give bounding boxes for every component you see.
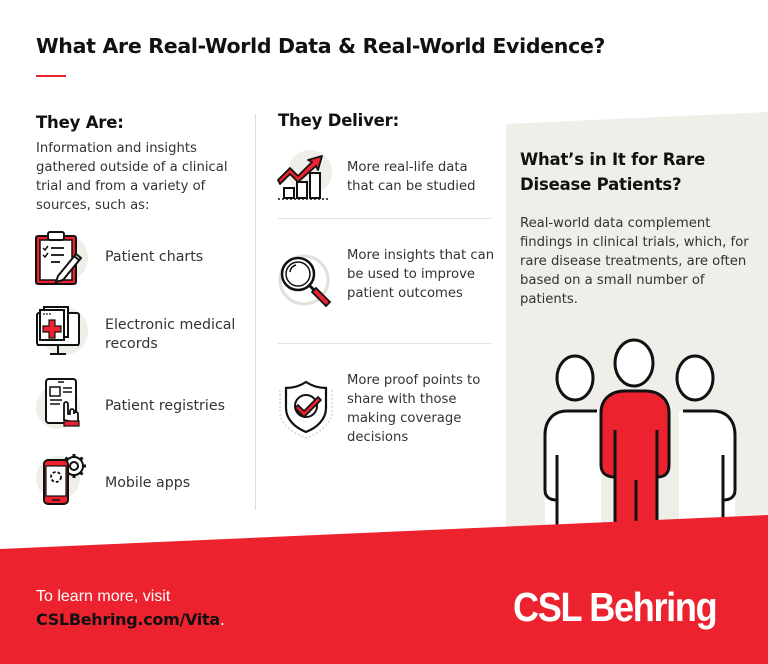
deliver-separator bbox=[278, 343, 491, 344]
cta-text: To learn more, visit bbox=[36, 588, 171, 605]
source-label: Mobile apps bbox=[105, 475, 191, 491]
rare-disease-heading: What’s in It for Rare Disease Patients? bbox=[520, 150, 706, 194]
page-title: What Are Real-World Data & Real-World Ev… bbox=[36, 34, 606, 58]
source-label: Patient charts bbox=[105, 249, 204, 265]
tablet-registry-icon bbox=[30, 375, 90, 435]
deliver-label: More real-life data that can be studied bbox=[347, 160, 476, 194]
cta-link-line: CSLBehring.com/Vita. bbox=[36, 610, 225, 629]
mobile-app-gear-icon bbox=[30, 450, 90, 510]
deliver-separator bbox=[278, 218, 491, 219]
magnifying-glass-icon bbox=[274, 250, 338, 314]
cta-punctuation: . bbox=[219, 610, 225, 629]
deliver-item-insights: More insights that can be used to improv… bbox=[270, 248, 494, 330]
group-of-people-icon bbox=[535, 335, 745, 547]
source-item-patient-registries: Patient registries bbox=[30, 375, 255, 437]
deliver-label: More proof points to share with those ma… bbox=[347, 373, 481, 445]
column-divider bbox=[255, 114, 256, 510]
source-item-electronic-medical-records: Electronic medical records bbox=[30, 303, 255, 365]
clipboard-icon bbox=[30, 228, 90, 288]
growth-chart-icon bbox=[274, 146, 338, 210]
source-label: Electronic medical records bbox=[105, 317, 236, 352]
source-item-patient-charts: Patient charts bbox=[30, 228, 255, 290]
source-label: Patient registries bbox=[105, 398, 225, 414]
deliver-item-proof-points: More proof points to share with those ma… bbox=[270, 373, 492, 448]
source-item-mobile-apps: Mobile apps bbox=[30, 450, 255, 512]
cta-link[interactable]: CSLBehring.com/Vita bbox=[36, 610, 220, 629]
they-deliver-heading: They Deliver: bbox=[278, 111, 399, 130]
shield-check-icon bbox=[274, 378, 338, 442]
they-are-heading: They Are: bbox=[36, 113, 124, 132]
rare-disease-description: Real-world data complement findings in c… bbox=[520, 216, 749, 307]
csl-behring-logo: CSL Behring bbox=[513, 584, 718, 630]
deliver-item-real-life-data: More real-life data that can be studied bbox=[270, 146, 492, 212]
medical-records-monitor-icon bbox=[30, 303, 90, 363]
they-are-description: Information and insights gathered outsid… bbox=[36, 141, 228, 213]
title-accent-rule bbox=[36, 75, 66, 77]
deliver-label: More insights that can be used to improv… bbox=[347, 248, 495, 301]
